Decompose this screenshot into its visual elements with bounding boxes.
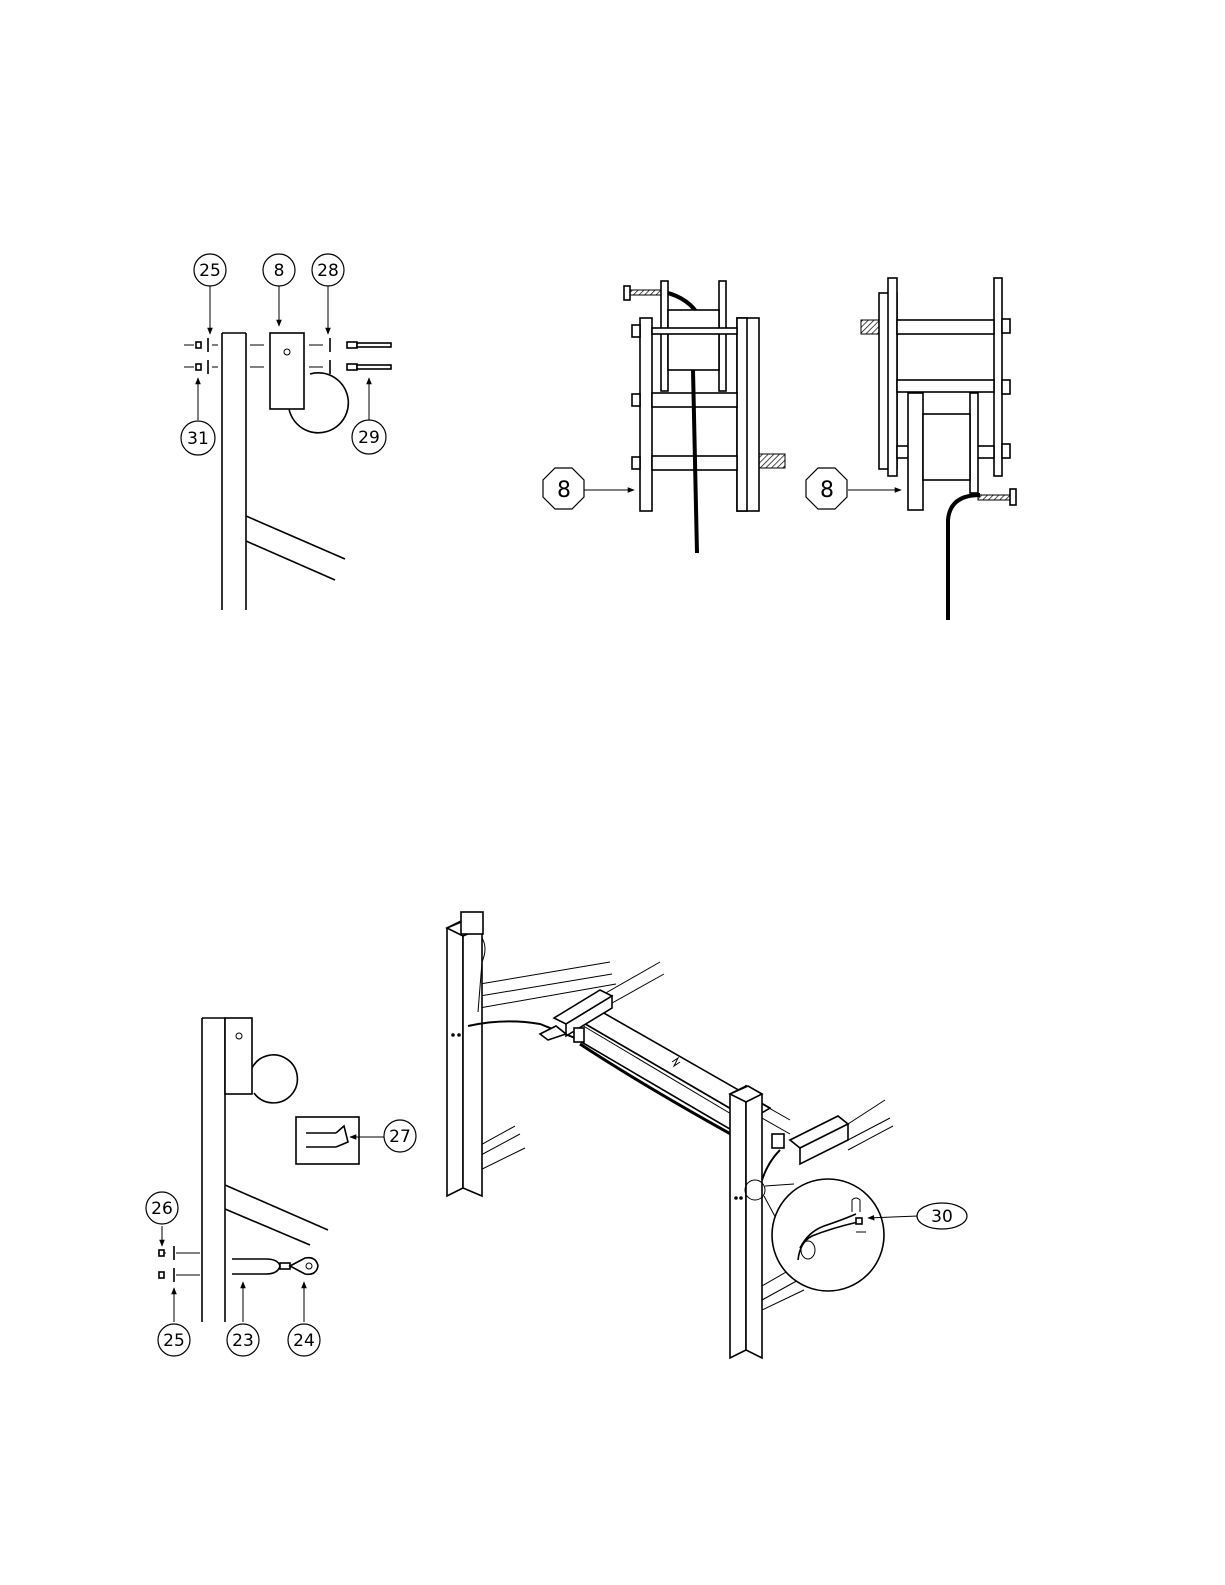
callout-26: 26 xyxy=(146,1192,178,1224)
callout-8-fig3: 8 xyxy=(806,468,847,509)
callout-30-label: 30 xyxy=(931,1207,953,1227)
fig5-isometric-frame xyxy=(447,912,918,1358)
callout-25-top-label: 25 xyxy=(199,261,221,281)
callout-8-fig2-label: 8 xyxy=(557,478,571,503)
clip-detail-box xyxy=(296,1117,384,1164)
callout-23-label: 23 xyxy=(232,1331,254,1351)
callout-8-fig1-label: 8 xyxy=(274,261,285,281)
callout-8-fig1: 8 xyxy=(263,254,295,286)
callout-24: 24 xyxy=(288,1324,320,1356)
callout-24-label: 24 xyxy=(293,1331,315,1351)
fig3-winch-bracket-view xyxy=(848,278,1016,620)
callout-25-top: 25 xyxy=(194,254,226,286)
callout-29-label: 29 xyxy=(358,428,380,448)
callout-25-bottom: 25 xyxy=(158,1324,190,1356)
callout-31-label: 31 xyxy=(187,429,209,449)
callout-30: 30 xyxy=(917,1203,967,1229)
callout-28: 28 xyxy=(312,254,344,286)
callout-28-label: 28 xyxy=(317,261,339,281)
callout-25-bottom-label: 25 xyxy=(163,1331,185,1351)
callout-23: 23 xyxy=(227,1324,259,1356)
fig4-cable-anchor-detail xyxy=(158,1018,328,1322)
callout-8-fig2: 8 xyxy=(543,468,584,509)
fig2-winch-bracket-view xyxy=(583,281,785,553)
callout-29: 29 xyxy=(352,420,386,454)
callout-27: 27 xyxy=(384,1120,416,1152)
callout-8-fig3-label: 8 xyxy=(820,478,834,503)
callout-31: 31 xyxy=(181,421,215,455)
callout-26-label: 26 xyxy=(151,1199,173,1219)
callout-27-label: 27 xyxy=(389,1127,411,1147)
